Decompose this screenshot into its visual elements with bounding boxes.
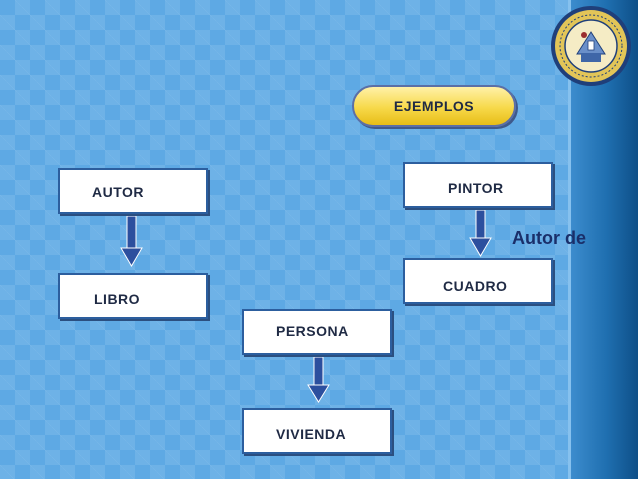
node-label: AUTOR: [92, 184, 145, 200]
node-cuadro: CUADRO: [403, 258, 553, 304]
node-autor: AUTOR: [58, 168, 208, 214]
node-label: PINTOR: [448, 180, 504, 196]
down-arrow-icon: [120, 215, 143, 267]
node-libro: LIBRO: [58, 273, 208, 319]
node-label: PERSONA: [276, 323, 349, 339]
down-arrow-icon: [307, 356, 330, 403]
university-seal-icon: [551, 6, 631, 86]
node-pintor: PINTOR: [403, 162, 553, 208]
down-arrow-icon: [469, 209, 492, 257]
node-label: VIVIENDA: [276, 426, 347, 442]
header-label: EJEMPLOS: [352, 85, 516, 127]
node-vivienda: VIVIENDA: [242, 408, 392, 454]
node-persona: PERSONA: [242, 309, 392, 355]
relationship-label: Autor de: [512, 228, 586, 248]
node-label: LIBRO: [94, 291, 141, 307]
node-label: CUADRO: [443, 278, 508, 294]
